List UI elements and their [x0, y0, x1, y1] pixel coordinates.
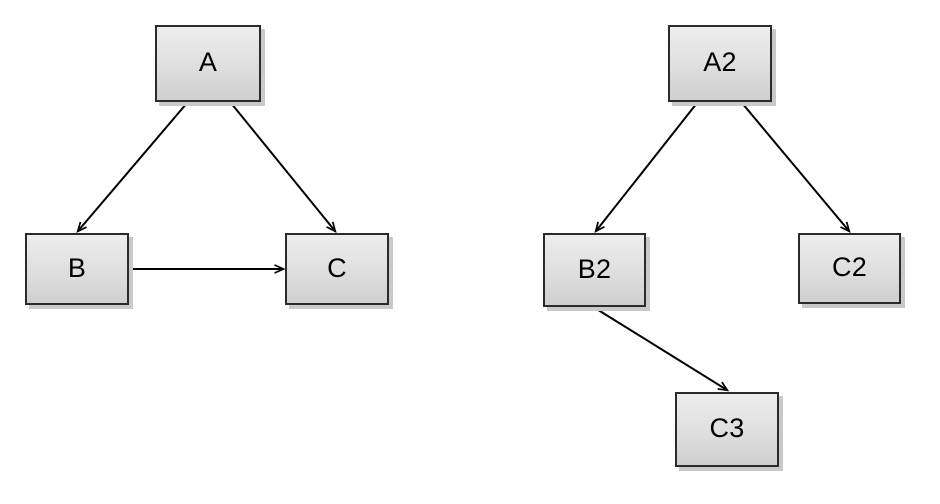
- node-label-c3: C3: [709, 413, 745, 443]
- node-label-a: A: [198, 47, 218, 77]
- edge-a-to-b: [76, 102, 188, 233]
- node-c3[interactable]: C3: [675, 392, 779, 467]
- node-c[interactable]: C: [285, 233, 389, 305]
- node-label-b: B: [67, 252, 87, 283]
- node-b[interactable]: B: [25, 233, 129, 305]
- edges-group: [76, 102, 851, 392]
- edge-a2-to-b2: [594, 102, 698, 234]
- node-a[interactable]: A: [155, 25, 261, 102]
- node-label-c: C: [327, 252, 347, 283]
- node-a2[interactable]: A2: [668, 25, 772, 102]
- edge-a2-to-c2: [741, 102, 851, 233]
- node-label-b2: B2: [577, 253, 612, 284]
- node-label-c2: C2: [832, 252, 867, 282]
- node-label-a2: A2: [703, 47, 737, 77]
- node-b2[interactable]: B2: [543, 233, 646, 307]
- edge-a-to-c: [230, 102, 337, 234]
- edge-b2-to-c3: [594, 307, 730, 392]
- node-c2[interactable]: C2: [798, 233, 901, 304]
